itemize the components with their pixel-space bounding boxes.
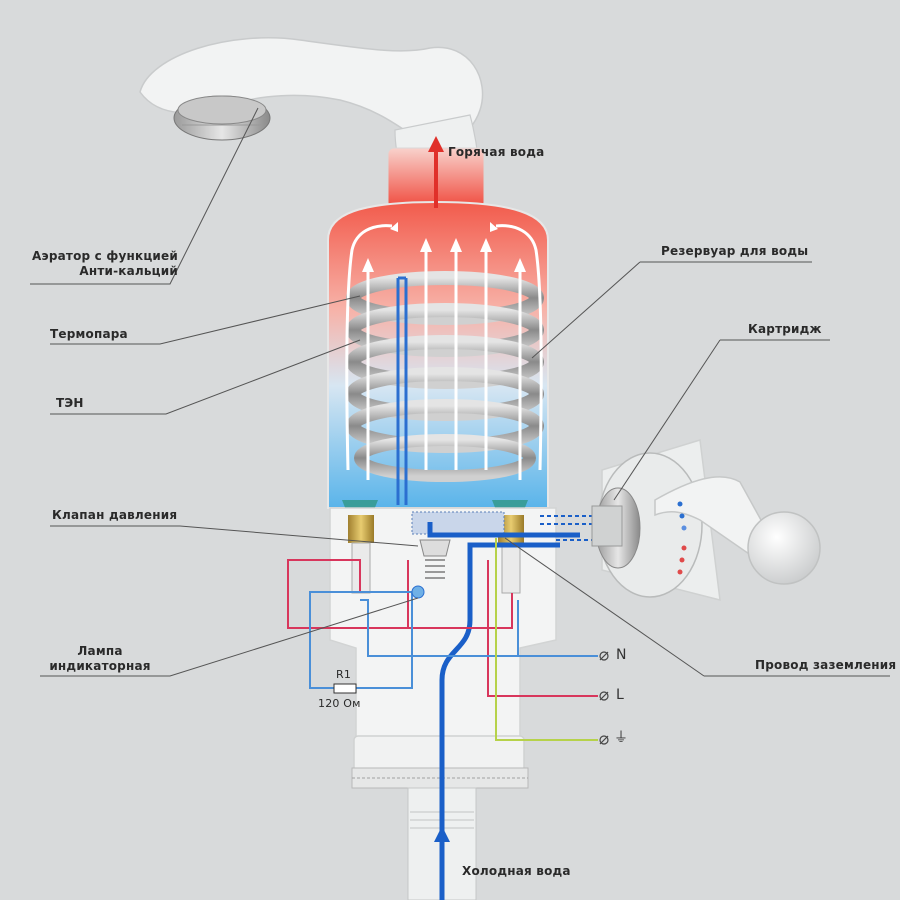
aerator	[173, 95, 271, 141]
terminal-l: L	[616, 687, 624, 703]
label-thermocouple: Термопара	[50, 327, 128, 341]
label-cartridge: Картридж	[748, 322, 822, 336]
convection-arrows	[345, 224, 543, 480]
label-cold-water: Холодная вода	[462, 864, 571, 878]
resistor-name: R1	[336, 668, 352, 681]
arrow-heads	[362, 222, 526, 272]
resistor-r1	[333, 683, 357, 694]
label-water-tank: Резервуар для воды	[661, 244, 809, 258]
wiring-live	[287, 559, 598, 697]
label-hot-water: Горячая вода	[448, 145, 545, 159]
wiring-neutral	[309, 591, 598, 689]
indicator-lamp	[411, 585, 425, 599]
label-pressure-valve: Клапан давления	[52, 508, 178, 522]
leader-lines	[30, 107, 890, 677]
cartridge-flow	[540, 515, 604, 541]
cartridge	[591, 439, 821, 601]
terminal-symbols	[599, 651, 609, 745]
terminal-n: N	[616, 647, 627, 663]
label-indicator-lamp: Лампа индикаторная	[49, 644, 151, 673]
hot-water-arrow	[428, 136, 444, 208]
wiring-ground	[495, 538, 598, 741]
heating-element-coil	[346, 271, 544, 482]
pressure-valve	[411, 511, 505, 579]
thermocouple	[396, 276, 408, 505]
cold-water-pipe	[427, 522, 580, 900]
collar	[353, 735, 525, 773]
cold-water-arrow	[434, 826, 450, 842]
label-ground-wire: Провод заземления	[755, 658, 897, 672]
ground-symbol-icon: ⏚	[614, 730, 629, 746]
resistor-value: 120 Ом	[318, 697, 361, 710]
label-heating-element: ТЭН	[56, 396, 84, 410]
element-terminals	[348, 515, 524, 594]
label-aerator: Аэратор с функцией Анти-кальций	[32, 249, 178, 278]
